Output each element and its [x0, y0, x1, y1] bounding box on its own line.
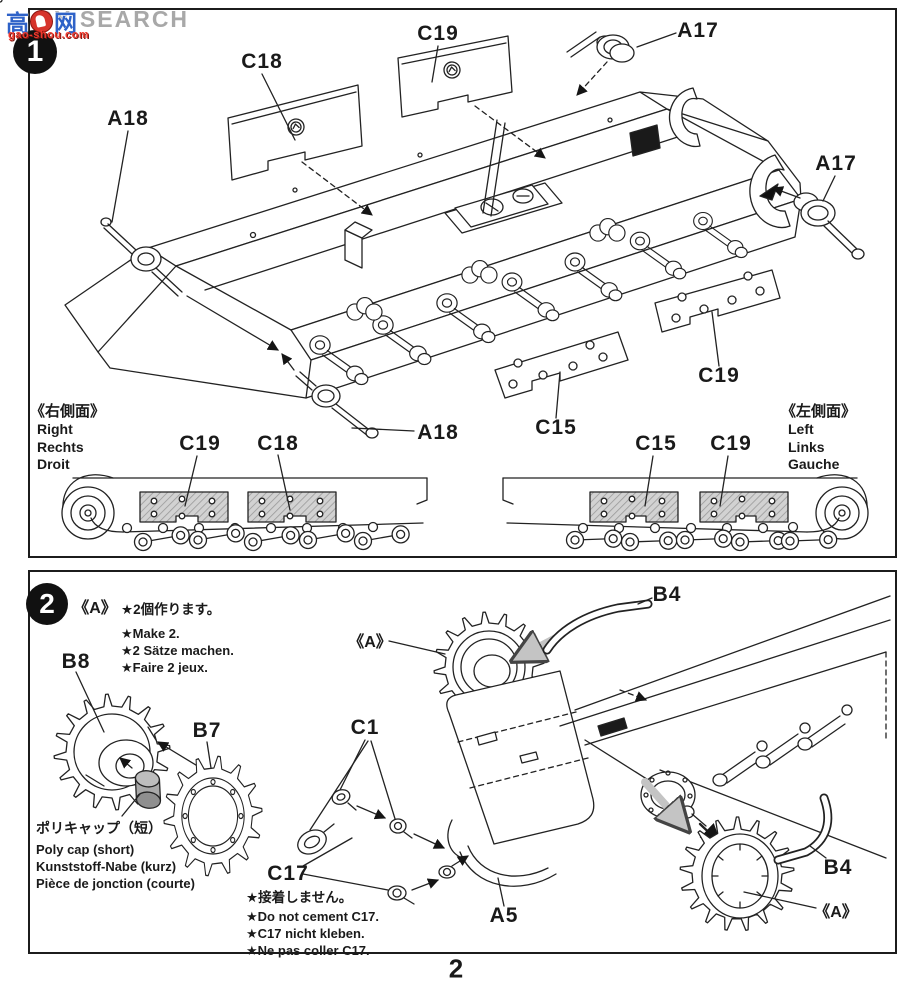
step2-front-plate-assembly: [297, 670, 595, 907]
step1-hull-illustration: [0, 0, 865, 439]
c17-note-jp: ★接着しません。: [246, 890, 353, 905]
label-a5: A5: [489, 904, 519, 927]
left-view-fr: Gauche: [788, 456, 840, 472]
label-c18-top: C18: [241, 50, 283, 73]
poly-cap-en: Poly cap (short): [36, 842, 135, 857]
step1-number: 1: [26, 35, 44, 68]
step2-number: 2: [39, 588, 55, 619]
poly-cap-fr: Pièce de jonction (courte): [36, 875, 195, 891]
watermark-cn-right: 网: [54, 10, 77, 36]
watermark: BY SEARCH 高 网 gao-shou.com: [6, 4, 206, 48]
label-c17: C17: [267, 862, 309, 885]
label-b7: B7: [192, 719, 222, 742]
label-a18-topleft: A18: [107, 107, 149, 130]
step1-frame: [28, 8, 897, 558]
step1-right-side-view: [61, 454, 428, 552]
left-view-jp: 《左側面》: [781, 403, 857, 420]
make-two-en: ★Make 2.: [121, 626, 180, 641]
c17-note-en: ★Do not cement C17.: [246, 909, 380, 924]
label-c19-mainright: C19: [698, 364, 740, 387]
step1-left-side-view: [502, 455, 869, 555]
make-two-note: ★2個作ります。 ★Make 2. ★2 Sätze machen. ★Fair…: [121, 598, 234, 677]
c17-note-de: ★C17 nicht kleben.: [246, 925, 365, 941]
right-view-de: Rechts: [37, 438, 84, 455]
label-c19-top: C19: [417, 22, 459, 45]
label-c1: C1: [350, 716, 380, 739]
label-c19-sideleft: C19: [179, 432, 221, 455]
label-c15-main: C15: [535, 416, 577, 439]
left-view-caption: 《左側面》 Left Links Gauche: [781, 400, 856, 474]
label-b8: B8: [61, 650, 91, 673]
right-view-caption: 《右側面》 Right Rechts Droit: [30, 400, 105, 474]
watermark-logo: 高 网: [6, 4, 77, 38]
label-c19-sideright: C19: [710, 432, 752, 455]
callout-a-top: 《A》: [73, 600, 117, 617]
callout-a-bottom: 《A》: [814, 904, 858, 921]
label-a17-right: A17: [815, 152, 857, 175]
right-view-en: Right: [37, 421, 73, 437]
callout-a-mid: 《A》: [348, 634, 392, 651]
left-view-de: Links: [788, 438, 825, 455]
step1-number-badge: 1: [13, 30, 57, 74]
label-a17-topright: A17: [677, 19, 719, 42]
make-two-jp: ★2個作ります。: [121, 602, 221, 617]
c17-note-fr: ★Ne pas coller C17.: [246, 942, 370, 958]
left-view-en: Left: [788, 421, 814, 437]
step2-sprocket-parts: [53, 597, 653, 877]
make-two-de: ★2 Sätze machen.: [121, 642, 234, 658]
c17-note: ★接着しません。 ★Do not cement C17. ★C17 nicht …: [246, 886, 379, 960]
page-number: 2: [448, 953, 464, 984]
step2-frame: [28, 570, 897, 954]
watermark-hobby-search-text: BY SEARCH: [36, 6, 190, 32]
watermark-url: gao-shou.com: [8, 29, 90, 41]
poly-cap-de: Kunststoff-Nabe (kurz): [36, 858, 177, 874]
step2-number-badge: 2: [26, 583, 68, 625]
step2-hull-rear-assembly: [559, 595, 891, 931]
label-c15-sideright: C15: [635, 432, 677, 455]
label-c18-sideleft: C18: [257, 432, 299, 455]
label-b4-bottom: B4: [823, 856, 853, 879]
watermark-cn-left: 高: [6, 10, 29, 36]
thumb-up-icon: [30, 9, 53, 33]
poly-cap-caption: ポリキャップ（短） Poly cap (short) Kunststoff-Na…: [36, 818, 195, 893]
label-b4-top: B4: [652, 583, 682, 606]
make-two-fr: ★Faire 2 jeux.: [121, 659, 208, 675]
poly-cap-jp: ポリキャップ（短）: [36, 820, 162, 836]
right-view-jp: 《右側面》: [30, 403, 106, 420]
right-view-fr: Droit: [37, 456, 70, 472]
label-a18-bottom: A18: [417, 421, 459, 444]
